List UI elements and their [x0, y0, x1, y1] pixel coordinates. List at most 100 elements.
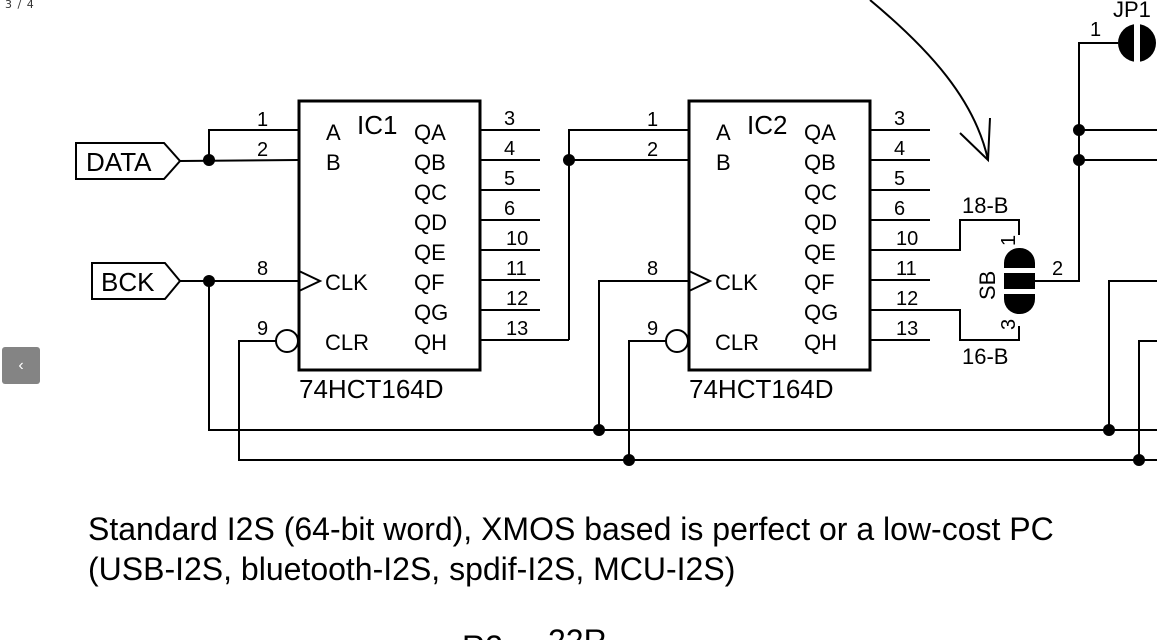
junction-dot	[1103, 424, 1115, 436]
ic1-pin-b: 2	[257, 139, 268, 161]
junction-dot	[1073, 154, 1085, 166]
junction-dot	[563, 154, 575, 166]
wire	[568, 129, 688, 340]
junction-dot	[203, 154, 215, 166]
ic2-clk-triangle	[688, 270, 713, 292]
image-counter: 3 / 4	[5, 0, 35, 11]
junction-dot	[203, 275, 215, 287]
ic1-clr-bubble	[275, 329, 299, 353]
sb-jumper-shape	[1004, 248, 1035, 314]
ic1-output-pin: 11	[506, 258, 527, 280]
sb-label-bottom: 16-B	[962, 344, 1008, 369]
ic2-output-pin: 5	[894, 168, 905, 190]
ic1-output-label: QA	[414, 120, 446, 145]
ic2-output-pin: 11	[896, 258, 917, 280]
ic1-output-label: QE	[414, 240, 446, 265]
ic2-part-number: 74HCT164D	[689, 374, 834, 404]
resistor-label: R2	[462, 629, 503, 640]
wire	[1138, 340, 1157, 460]
ic1-output-pin: 3	[504, 108, 515, 130]
ic2-output-pin: 12	[896, 288, 918, 310]
ic2-input-a: A	[716, 120, 731, 145]
bck-port-label: BCK	[101, 267, 155, 297]
ic2-output-pin: 3	[894, 108, 905, 130]
ic2-output-label: QC	[804, 180, 837, 205]
wire	[870, 309, 1020, 341]
sb-label-top: 18-B	[962, 193, 1008, 218]
ic2-clr-bubble	[665, 329, 689, 353]
sb-pin-3: 3	[998, 319, 1020, 330]
ic1-output-pin: 4	[504, 138, 515, 160]
ic2-output-pin: 4	[894, 138, 905, 160]
ic1-output-pin: 6	[504, 198, 515, 220]
ic2-input-clk: CLK	[715, 270, 758, 295]
previous-image-button[interactable]: ‹	[2, 347, 40, 384]
ic2-pin-b: 2	[647, 139, 658, 161]
ic1-output-label: QH	[414, 330, 447, 355]
ic1-body	[297, 99, 482, 372]
ic1-output-pin: 10	[506, 228, 528, 250]
ic2-output-pin: 10	[896, 228, 918, 250]
wire	[1108, 280, 1157, 430]
ic1-input-clr: CLR	[325, 330, 369, 355]
sb-pin-2: 2	[1052, 258, 1063, 280]
ic1-output-pin: 5	[504, 168, 515, 190]
jp1-jumper-shape	[1118, 24, 1156, 62]
ic2-output-label: QB	[804, 150, 836, 175]
junction-dot	[1073, 124, 1085, 136]
data-port-label: DATA	[86, 147, 152, 177]
sb-pin-1: 1	[998, 235, 1020, 246]
ic2-output-label: QF	[804, 270, 835, 295]
ic2-output-pin: 6	[894, 198, 905, 220]
data-port-shape	[75, 142, 182, 180]
ic1-output-label: QG	[414, 300, 448, 325]
chevron-left-icon: ‹	[18, 356, 24, 374]
wire	[238, 340, 1157, 461]
ic1-input-a: A	[326, 120, 341, 145]
wire	[179, 159, 299, 162]
ic1-input-clk: CLK	[325, 270, 368, 295]
ic1-part-number: 74HCT164D	[299, 374, 444, 404]
ic2-output-pin: 13	[896, 318, 918, 340]
bck-port-shape	[91, 262, 182, 300]
ic2-input-b: B	[716, 150, 731, 175]
ic2-pin-clk: 8	[647, 258, 658, 280]
resistor-value: 22R	[548, 623, 607, 640]
ic1-pin-clk: 8	[257, 258, 268, 280]
ic2-pin-clr: 9	[647, 318, 658, 340]
ic1-input-b: B	[326, 150, 341, 175]
ic1-pin-a: 1	[257, 109, 268, 131]
ic2-output-label: QD	[804, 210, 837, 235]
jp1-pin-1: 1	[1090, 19, 1101, 41]
caption-line-2: (USB-I2S, bluetooth-I2S, spdif-I2S, MCU-…	[88, 551, 735, 587]
ic1-output-label: QF	[414, 270, 445, 295]
ic1-name: IC1	[357, 110, 397, 140]
annotation-arrow	[869, 0, 989, 161]
ic2-output-label: QH	[804, 330, 837, 355]
ic1-output-label: QD	[414, 210, 447, 235]
jp1-name: JP1	[1113, 0, 1151, 22]
ic2-input-clr: CLR	[715, 330, 759, 355]
ic1-output-label: QB	[414, 150, 446, 175]
ic2-output-label: QA	[804, 120, 836, 145]
ic1-output-pin: 13	[506, 318, 528, 340]
wire	[598, 280, 688, 430]
wire	[208, 129, 298, 160]
ic2-pin-a: 1	[647, 109, 658, 131]
ic1-pin-clr: 9	[257, 318, 268, 340]
junction-dot	[593, 424, 605, 436]
ic2-output-label: QE	[804, 240, 836, 265]
junction-dots	[203, 124, 1145, 466]
caption-line-1: Standard I2S (64-bit word), XMOS based i…	[88, 511, 1054, 547]
wire	[208, 281, 1157, 431]
junction-dot	[1133, 454, 1145, 466]
ic1-output-label: QC	[414, 180, 447, 205]
wire	[870, 219, 1020, 251]
ic2-body	[687, 99, 872, 372]
sb-name: SB	[975, 271, 1000, 300]
ic2-output-label: QG	[804, 300, 838, 325]
junction-dot	[623, 454, 635, 466]
annotation-arrowhead	[959, 117, 991, 163]
